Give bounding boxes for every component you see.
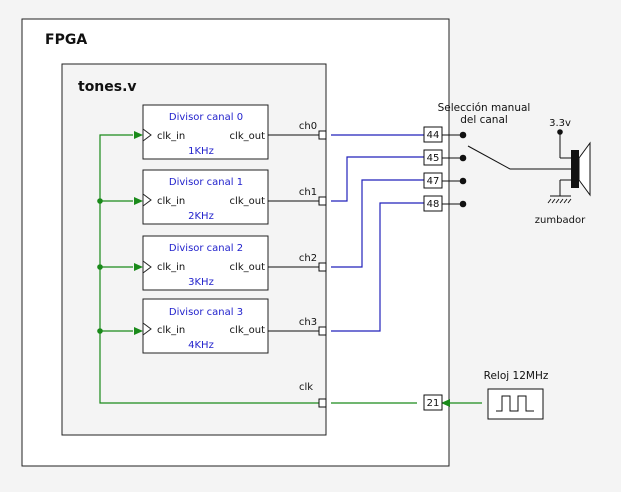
pin-21: 21 [427, 398, 440, 409]
square-wave-icon [496, 395, 534, 412]
port-label-ch1: ch1 [299, 187, 317, 198]
ports: ch0 ch1 ch2 ch3 clk [299, 121, 327, 408]
selector-label-line2: del canal [460, 114, 508, 126]
divider-freq: 3KHz [188, 277, 214, 288]
divider-3: Divisor canal 3 clk_in clk_out 4KHz [142, 298, 269, 354]
divider-0: Divisor canal 0 clk_in clk_out 1KHz [142, 104, 269, 160]
divider-2: Divisor canal 2 clk_in clk_out 3KHz [142, 235, 269, 291]
divider-out-label: clk_out [230, 262, 266, 273]
ground-icon [547, 198, 572, 204]
buzzer: 3.3v zumbador [535, 118, 591, 226]
buzzer-voltage: 3.3v [549, 118, 571, 129]
divider-in-label: clk_in [157, 262, 185, 273]
divider-title: Divisor canal 2 [169, 243, 243, 254]
port-label-ch0: ch0 [299, 121, 317, 132]
divider-title: Divisor canal 1 [169, 177, 243, 188]
clock-source: Reloj 12MHz [484, 370, 549, 420]
divider-freq: 2KHz [188, 211, 214, 222]
divider-title: Divisor canal 3 [169, 307, 243, 318]
divider-out-label: clk_out [230, 325, 266, 336]
pin-48: 48 [427, 199, 440, 210]
channel-selector [442, 131, 560, 208]
port-label-ch2: ch2 [299, 253, 317, 264]
port-label-ch3: ch3 [299, 317, 317, 328]
channel-wires [331, 134, 427, 332]
module-title: tones.v [78, 79, 137, 95]
port-label-clk: clk [299, 382, 313, 393]
divider-in-label: clk_in [157, 325, 185, 336]
divider-freq: 1KHz [188, 146, 214, 157]
divider-title: Divisor canal 0 [169, 112, 243, 123]
output-stubs [268, 134, 319, 332]
pin-44: 44 [427, 130, 440, 141]
pin-45: 45 [427, 153, 440, 164]
divider-1: Divisor canal 1 clk_in clk_out 2KHz [142, 169, 269, 225]
clock-box [487, 388, 544, 420]
speaker-icon [571, 150, 579, 188]
pin-47: 47 [427, 176, 440, 187]
divider-in-label: clk_in [157, 131, 185, 142]
divider-out-label: clk_out [230, 131, 266, 142]
pins: 44 45 47 48 21 [423, 126, 443, 411]
selector-label-line1: Selección manual [438, 102, 531, 114]
divider-in-label: clk_in [157, 196, 185, 207]
divider-freq: 4KHz [188, 340, 214, 351]
clock-arrows [97, 131, 450, 407]
clock-label: Reloj 12MHz [484, 370, 549, 382]
fpga-title: FPGA [45, 32, 87, 48]
buzzer-label: zumbador [535, 215, 586, 226]
divider-out-label: clk_out [230, 196, 266, 207]
